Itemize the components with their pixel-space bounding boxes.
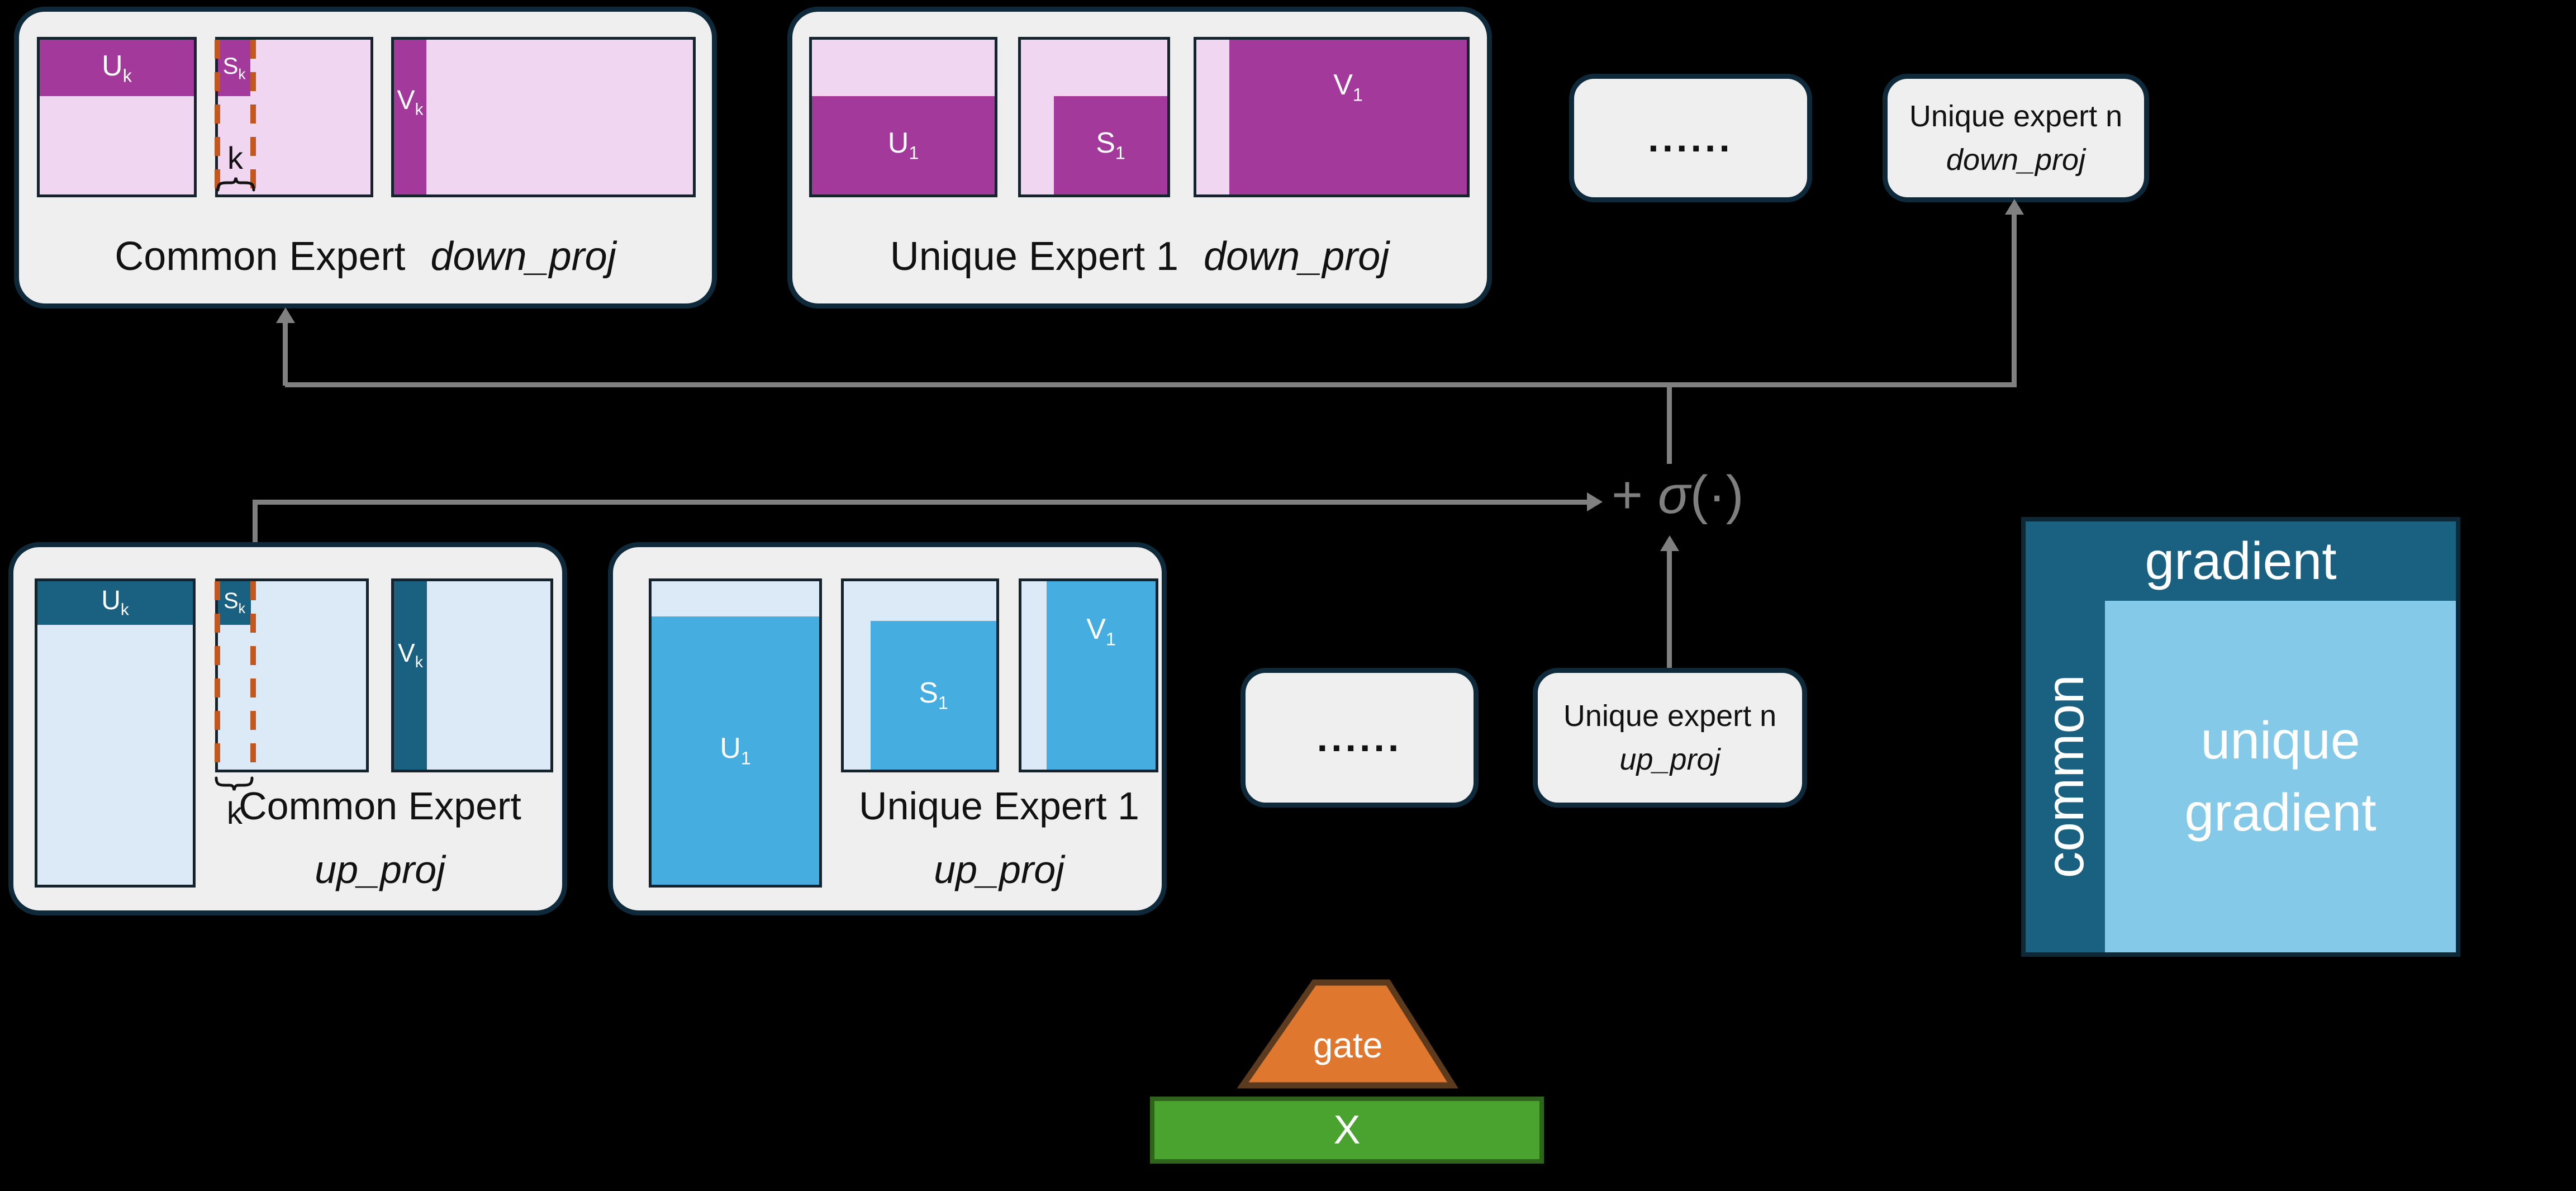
matrix-s-1-down: S1 bbox=[1018, 37, 1170, 197]
matrix-label-s-1: S1 bbox=[1096, 127, 1125, 163]
down-proj-right-riser bbox=[2012, 212, 2017, 385]
k-brace-up-icon bbox=[215, 776, 254, 791]
matrix-label-v-1-up: V1 bbox=[1086, 613, 1116, 649]
unique-expert-n-down-proj-box: Unique expert n down_proj bbox=[1883, 74, 2149, 202]
arrow-to-unique-n-down-icon bbox=[2005, 199, 2024, 215]
common-gradient-column: common bbox=[2026, 601, 2105, 952]
input-x-label: X bbox=[1333, 1108, 1361, 1152]
gradient-legend-panel: gradient common unique gradient bbox=[2021, 517, 2460, 957]
matrix-label-u-k: Uk bbox=[102, 49, 132, 86]
unique-expert-n-up-proj-box: Unique expert n up_proj bbox=[1533, 668, 1807, 808]
matrix-label-u-1-up: U1 bbox=[720, 732, 751, 768]
matrix-label-s-1-up: S1 bbox=[919, 677, 948, 713]
matrix-v-k-up-band: Vk bbox=[394, 581, 427, 770]
unique-expert-n-down-title: Unique expert n bbox=[1909, 99, 2123, 133]
gradient-band-label: gradient bbox=[2145, 531, 2337, 591]
up-proj-rail bbox=[253, 500, 1588, 505]
rank-k-dashed-line-left-up bbox=[215, 581, 220, 770]
rank-k-dashed-line-right-up bbox=[250, 581, 256, 770]
down-proj-left-riser bbox=[283, 322, 288, 386]
matrix-s-1-up-block: S1 bbox=[871, 621, 996, 770]
common-expert-up-proj-title: Common Expert bbox=[239, 784, 521, 828]
unique-n-up-riser bbox=[1667, 550, 1672, 668]
sigma-symbol: σ bbox=[1657, 465, 1690, 525]
sigma-up-connector bbox=[1667, 385, 1672, 464]
matrix-label-v-k-up: Vk bbox=[398, 638, 423, 672]
unique-expert-1-up-proj-box: U1 S1 V1 Unique Expert 1 up_proj bbox=[608, 542, 1167, 915]
down-proj-rail bbox=[285, 382, 2017, 387]
gate-label: gate bbox=[1313, 1025, 1383, 1065]
gradient-band: gradient bbox=[2026, 521, 2456, 601]
matrix-u-k-down-band: Uk bbox=[40, 40, 194, 96]
matrix-u-k-up-band: Uk bbox=[37, 581, 193, 625]
rank-k-label: k bbox=[227, 140, 243, 175]
matrix-v-k-down: Vk bbox=[391, 37, 696, 197]
matrix-v-1-up: V1 bbox=[1019, 578, 1158, 772]
unique-expert-n-down-proj-label: down_proj bbox=[1946, 143, 2086, 177]
matrix-v-1-up-block: V1 bbox=[1047, 581, 1156, 770]
matrix-v-1-down-block: V1 bbox=[1229, 40, 1467, 194]
ellipsis-down-label: ...... bbox=[1648, 116, 1733, 160]
matrix-u-1-up-block: U1 bbox=[652, 616, 819, 885]
matrix-label-v-k: Vk bbox=[397, 86, 424, 119]
k-brace-icon bbox=[216, 177, 255, 192]
unique-expert-n-up-title: Unique expert n bbox=[1563, 699, 1777, 733]
common-expert-up-proj-box: Uk Sk k Vk Common Expert up_proj bbox=[8, 542, 567, 915]
common-gradient-label: common bbox=[2035, 675, 2095, 879]
matrix-v-k-up: Vk bbox=[391, 578, 553, 772]
matrix-label-u-1: U1 bbox=[887, 127, 919, 163]
matrix-s-1-up: S1 bbox=[841, 578, 999, 772]
matrix-label-s-k: Sk bbox=[222, 53, 246, 83]
matrix-s-k-down-block: Sk bbox=[218, 40, 250, 96]
matrix-label-u-k-up: Uk bbox=[101, 586, 129, 619]
matrix-s-k-up-block: Sk bbox=[218, 581, 251, 625]
arrow-from-unique-n-up-icon bbox=[1660, 535, 1679, 551]
ellipsis-experts-up-box: ...... bbox=[1241, 668, 1479, 808]
unique-gradient-label-line2: gradient bbox=[2184, 782, 2377, 842]
matrix-v-k-down-band: Vk bbox=[394, 40, 426, 194]
ellipsis-up-label: ...... bbox=[1316, 716, 1403, 760]
rank-k-label-up: k bbox=[227, 795, 243, 831]
rank-k-dashed-line-right bbox=[250, 40, 256, 194]
matrix-v-1-down: V1 bbox=[1194, 37, 1470, 197]
common-expert-up-proj-label: up_proj bbox=[315, 848, 445, 891]
matrix-s-k-up: Sk bbox=[215, 578, 369, 772]
matrix-s-1-down-block: S1 bbox=[1054, 96, 1167, 194]
unique-expert-n-up-proj-label: up_proj bbox=[1619, 743, 1720, 776]
matrix-s-k-down: Sk k bbox=[215, 37, 373, 197]
unique-gradient-area: unique gradient bbox=[2105, 601, 2456, 952]
matrix-u-1-up: U1 bbox=[649, 578, 822, 888]
matrix-u-1-down: U1 bbox=[809, 37, 997, 197]
matrix-u-1-down-block: U1 bbox=[812, 96, 995, 194]
ellipsis-experts-down-box: ...... bbox=[1569, 74, 1812, 202]
matrix-u-k-up: Uk bbox=[35, 578, 196, 888]
gate-trapezoid bbox=[1237, 979, 1458, 1089]
matrix-label-s-k-up: Sk bbox=[223, 589, 246, 617]
sum-activation-operator: + σ(·) bbox=[1612, 465, 1744, 525]
up-proj-left-riser bbox=[253, 500, 258, 542]
arrow-into-sigma-icon bbox=[1587, 492, 1603, 511]
unique-gradient-label-line1: unique bbox=[2200, 711, 2360, 771]
unique-expert-1-up-proj-title: Unique Expert 1 bbox=[859, 784, 1139, 828]
unique-expert-1-up-proj-label: up_proj bbox=[934, 848, 1064, 891]
matrix-label-v-1: V1 bbox=[1333, 69, 1363, 105]
input-x-bar: X bbox=[1150, 1097, 1544, 1164]
rank-k-dashed-line-left bbox=[215, 40, 220, 194]
arrow-to-common-down-icon bbox=[276, 307, 295, 323]
gate-label-wrap: gate bbox=[1235, 978, 1461, 1090]
matrix-u-k-down: Uk bbox=[37, 37, 197, 197]
